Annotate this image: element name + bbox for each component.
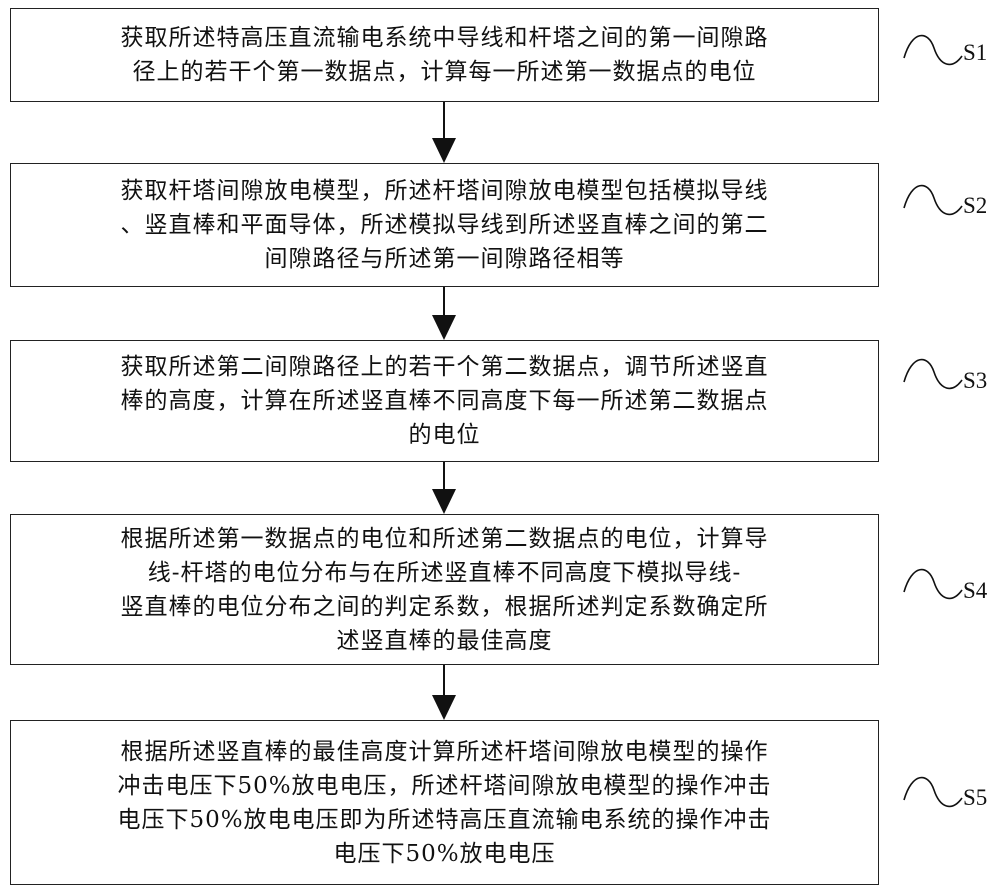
arrowhead-s2-s3 [432,315,456,340]
step-label-s5: S5 [963,785,988,810]
step-text-s4: 根据所述第一数据点的电位和所述第二数据点的电位，计算导 线-杆塔的电位分布与在所… [120,525,769,654]
step-box-s5: 根据所述竖直棒的最佳高度计算所述杆塔间隙放电模型的操作 冲击电压下50%放电电压… [10,720,879,885]
step-text-s2: 获取杆塔间隙放电模型，所述杆塔间隙放电模型包括模拟导线 、竖直棒和平面导体，所述… [120,178,769,272]
arrowhead-s3-s4 [432,489,456,514]
step-label-s4: S4 [963,578,988,603]
step-box-s2: 获取杆塔间隙放电模型，所述杆塔间隙放电模型包括模拟导线 、竖直棒和平面导体，所述… [10,163,879,287]
leader-wave-s2 [903,184,963,216]
leader-wave-s5 [903,776,963,808]
step-text-s3: 获取所述第二间隙路径上的若干个第二数据点，调节所述竖直 棒的高度，计算在所述竖直… [120,354,769,448]
arrowhead-s4-s5 [432,695,456,720]
step-box-s1: 获取所述特高压直流输电系统中导线和杆塔之间的第一间隙路 径上的若干个第一数据点，… [10,8,879,102]
leader-wave-s4 [903,568,963,600]
step-label-s2: S2 [963,193,988,218]
step-text-s1: 获取所述特高压直流输电系统中导线和杆塔之间的第一间隙路 径上的若干个第一数据点，… [120,25,769,85]
step-label-s1: S1 [963,40,988,65]
leader-wave-s1 [903,34,963,66]
step-box-s3: 获取所述第二间隙路径上的若干个第二数据点，调节所述竖直 棒的高度，计算在所述竖直… [10,340,879,462]
step-box-s4: 根据所述第一数据点的电位和所述第二数据点的电位，计算导 线-杆塔的电位分布与在所… [10,514,879,665]
step-text-s5: 根据所述竖直棒的最佳高度计算所述杆塔间隙放电模型的操作 冲击电压下50%放电电压… [117,738,772,867]
step-label-s3: S3 [963,368,988,393]
leader-wave-s3 [903,358,963,390]
arrowhead-s1-s2 [432,138,456,163]
